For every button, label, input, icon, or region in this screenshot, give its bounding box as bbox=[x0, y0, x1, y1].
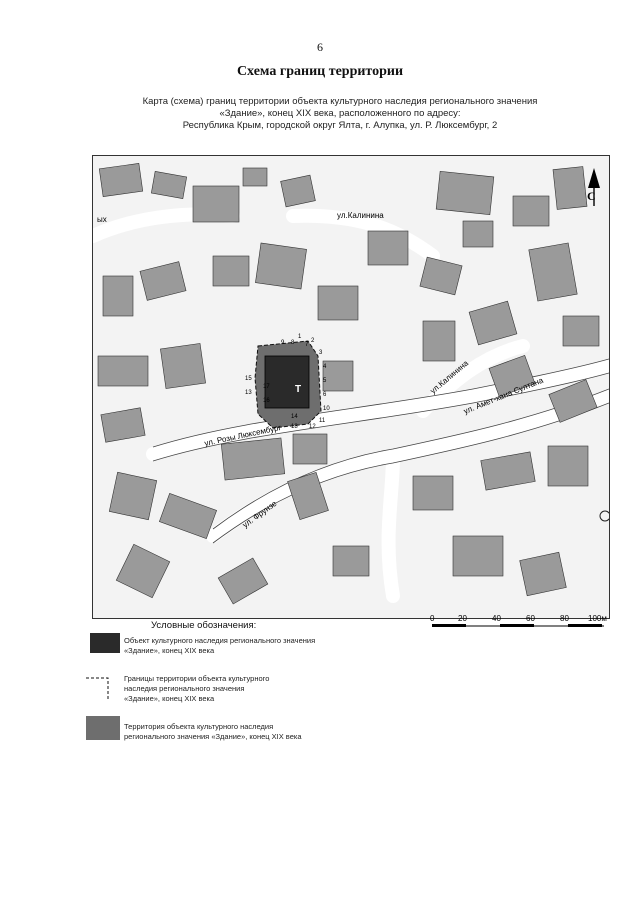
buildings bbox=[97, 163, 600, 605]
legend-territory-line-1: Территория объекта культурного наследия bbox=[124, 722, 274, 731]
boundary-point: 3 bbox=[319, 350, 323, 356]
scale-tick: 100м bbox=[588, 614, 607, 623]
boundary-point: 18 bbox=[291, 424, 298, 430]
caption-line-2: «Здание», конец XIX века, расположенного… bbox=[219, 108, 461, 119]
territory-map: 1 2 3 4 5 6 7 8 9 10 11 12 13 14 15 16 1… bbox=[92, 155, 610, 619]
boundary-point: 16 bbox=[263, 398, 270, 404]
north-arrow-icon: С bbox=[587, 168, 600, 206]
boundary-point: 2 bbox=[311, 338, 315, 344]
legend-object-text: Объект культурного наследия региональног… bbox=[124, 636, 315, 656]
scale-tick: 60 bbox=[526, 614, 535, 623]
boundary-point: 9 bbox=[281, 340, 285, 346]
north-label: С bbox=[587, 189, 596, 203]
scale-bar: 0 20 40 60 80 100м bbox=[430, 614, 607, 627]
boundary-point: 5 bbox=[323, 378, 327, 384]
boundary-point: 10 bbox=[323, 406, 330, 412]
heritage-object bbox=[264, 355, 310, 409]
boundary-point-labels: 1 2 3 4 5 6 7 8 9 10 11 12 13 14 15 16 1… bbox=[245, 334, 330, 430]
boundary-point: 13 bbox=[245, 390, 252, 396]
street-label-kalinina-top: ул.Калинина bbox=[337, 211, 384, 220]
scale-tick: 20 bbox=[458, 614, 467, 623]
boundary-point: 15 bbox=[245, 376, 252, 382]
legend-boundary-line-1: Границы территории объекта культурного bbox=[124, 674, 270, 683]
scale-tick: 80 bbox=[560, 614, 569, 623]
legend-boundary-swatch bbox=[86, 677, 109, 700]
legend-territory-text: Территория объекта культурного наследия … bbox=[124, 722, 302, 742]
boundary-point: 17 bbox=[263, 384, 270, 390]
boundary-point: 1 bbox=[298, 334, 302, 340]
street-edges bbox=[152, 358, 609, 544]
boundary-point: 6 bbox=[323, 392, 327, 398]
legend-title: Условные обозначения: bbox=[151, 620, 257, 631]
street-label-edge: ых bbox=[97, 215, 107, 224]
boundary-point: 14 bbox=[291, 414, 298, 420]
scale-tick: 40 bbox=[492, 614, 501, 623]
legend-object-swatch bbox=[90, 633, 120, 653]
legend-boundary-text: Границы территории объекта культурного н… bbox=[124, 674, 269, 704]
legend-boundary-line-3: «Здание», конец XIX века bbox=[124, 694, 215, 703]
page-heading: Схема границ территории bbox=[236, 64, 404, 79]
legend-boundary-line-2: наследия регионального значения bbox=[124, 684, 245, 693]
object-label: Т bbox=[295, 384, 301, 395]
boundary-point: 7 bbox=[305, 342, 309, 348]
legend-territory-line-2: регионального значения «Здание», конец X… bbox=[124, 732, 302, 741]
legend-territory-swatch bbox=[86, 716, 120, 740]
boundary-point: 12 bbox=[309, 424, 316, 430]
map-caption: Карта (схема) границ территории объекта … bbox=[120, 96, 560, 132]
scale-tick: 0 bbox=[430, 614, 435, 623]
boundary-point: 4 bbox=[323, 364, 327, 370]
caption-line-3: Республика Крым, городской округ Ялта, г… bbox=[182, 120, 498, 131]
street-corridors bbox=[93, 207, 609, 603]
boundary-point: 11 bbox=[319, 418, 326, 424]
caption-line-1: Карта (схема) границ территории объекта … bbox=[142, 96, 538, 107]
legend-object-line-2: «Здание», конец XIX века bbox=[124, 646, 215, 655]
legend-object-line-1: Объект культурного наследия региональног… bbox=[124, 636, 316, 645]
boundary-point: 8 bbox=[291, 340, 295, 346]
page-number: 6 bbox=[317, 40, 323, 54]
